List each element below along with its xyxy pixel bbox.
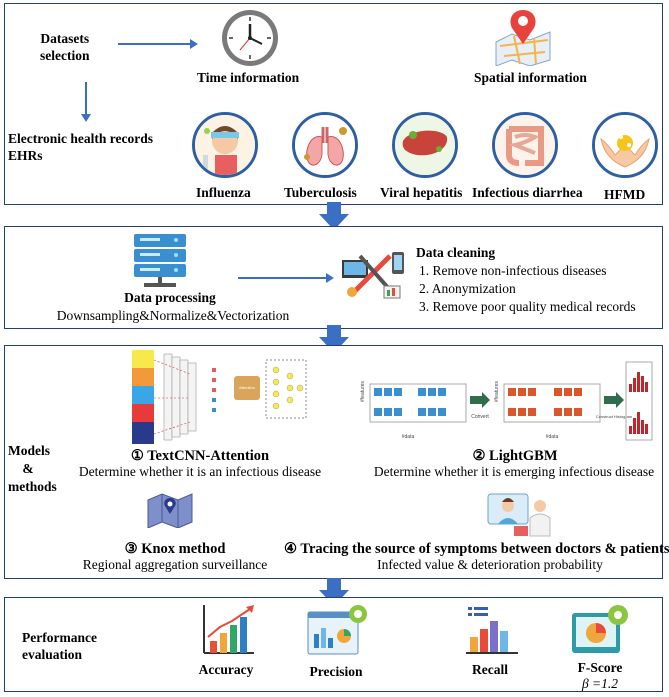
time-information-label: Time information [197,70,300,85]
textcnn-attention-title: ① TextCNN-Attention [130,448,270,464]
flow-arrow-1 [319,202,349,230]
metric-recall: Recall [472,662,508,677]
svg-text:Attention: Attention [239,385,255,390]
metric-precision: Precision [309,664,363,679]
textcnn-attention-subtitle: Determine whether it is an infectious di… [78,464,322,479]
metric-f-score: F-Score [577,660,623,675]
cleaning-step-3: 3. Remove poor quality medical records [419,299,636,314]
knox-method-subtitle: Regional aggregation surveillance [82,557,268,572]
data-cleaning-title: Data cleaning [416,245,496,260]
disease-label-tuberculosis: Tuberculosis [284,185,357,200]
right-arrow [118,39,198,49]
lightgbm-title: ② LightGBM [472,448,558,464]
cleaning-step-2: 2. Anonymization [419,281,516,296]
influenza-icon [192,112,258,178]
disease-label-viral-hepatitis: Viral hepatitis [380,185,463,200]
clock-icon [222,10,278,66]
precision-dashboard-icon [307,605,367,655]
tools-icon [342,252,404,299]
performance-evaluation-label: Performance evaluation [22,630,97,662]
hfmd-icon [592,112,658,178]
ehr-label: Electronic health records EHRs [8,131,153,163]
disease-label-infectious-diarrhea: Infectious diarrhea [472,185,583,200]
tuberculosis-icon [292,112,358,178]
f-score-gauge-icon [572,605,628,653]
metric-accuracy: Accuracy [198,662,254,677]
knox-map-icon [147,493,193,528]
lightgbm-diagram: #features #data Convert #features #data … [360,361,653,441]
tracing-source-subtitle: Infected value & deterioration probabili… [377,557,603,572]
doctor-patient-icon [487,493,551,537]
beta-value: β =1.2 [581,676,619,691]
infectious-diarrhea-icon [492,112,558,178]
disease-label-hfmd: HFMD [604,187,646,202]
tracing-source-title: ④ Tracing the source of symptoms between… [284,541,669,557]
knox-method-title: ③ Knox method [124,541,226,557]
lgbm-convert-label: Convert [471,414,489,420]
viral-hepatitis-icon [392,112,458,178]
recall-bar-chart-icon [466,607,518,654]
right-arrow-2 [238,273,334,283]
lgbm-features-label-1: #features [360,381,366,402]
down-small-arrow [81,82,91,122]
flow-arrow-2 [319,325,349,353]
lgbm-features-label-2: #features [494,381,500,402]
models-methods-label: Models & methods [8,443,57,494]
textcnn-attention-diagram: Attention [132,350,307,444]
lightgbm-subtitle: Determine whether it is emerging infecti… [373,464,655,479]
map-pin-icon [495,10,551,66]
flow-arrow-3 [319,578,349,606]
lgbm-data-label-2: #data [546,434,559,440]
server-icon [134,234,186,287]
lgbm-construct-label: Construct Histogram [596,414,633,419]
datasets-selection-label: Datasets selection [40,31,90,63]
data-processing-title: Data processing [124,290,216,305]
cleaning-step-1: 1. Remove non-infectious diseases [419,263,607,278]
lgbm-data-label-1: #data [402,434,415,440]
data-processing-subtitle: Downsampling&Normalize&Vectorization [56,308,290,323]
accuracy-chart-icon [203,605,254,654]
spatial-information-label: Spatial information [474,70,587,85]
disease-label-influenza: Influenza [196,185,251,200]
